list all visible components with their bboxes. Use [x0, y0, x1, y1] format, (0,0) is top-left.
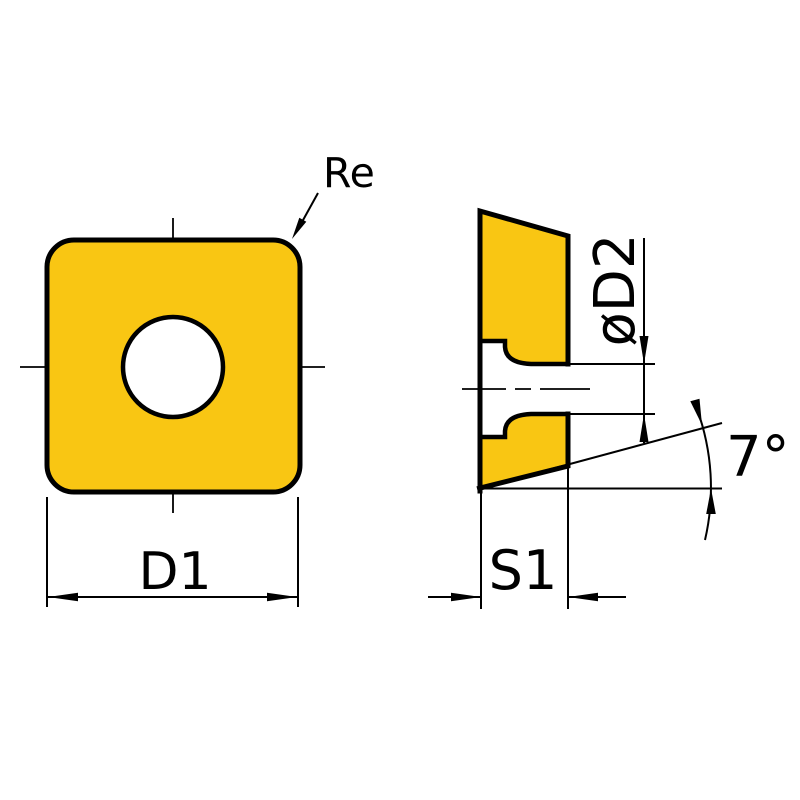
- s1-arrowhead-right-icon: [568, 592, 598, 602]
- front-view: Re D1: [20, 149, 375, 607]
- label-width: D1: [138, 542, 211, 602]
- angle-arrowhead-lower-icon: [706, 488, 716, 514]
- s1-dimension: S1: [428, 467, 626, 609]
- corner-radius-callout: Re: [292, 149, 375, 239]
- label-corner-radius: Re: [323, 149, 375, 197]
- d1-arrowhead-left-icon: [48, 592, 78, 602]
- d2-dimension: øD2: [568, 233, 655, 443]
- d1-dimension: D1: [46, 497, 299, 607]
- angle-sloped-reference-line: [480, 422, 723, 489]
- label-hole-diameter: øD2: [583, 233, 648, 346]
- s1-arrowhead-left-icon: [451, 592, 481, 602]
- label-clearance-angle: 7°: [726, 425, 790, 490]
- re-leader-arrowhead-icon: [292, 217, 307, 239]
- side-view: 7° øD2 S1: [428, 207, 790, 609]
- angle-arrowhead-upper-icon: [690, 398, 702, 425]
- clearance-angle-dimension: 7°: [480, 398, 790, 541]
- d1-arrowhead-right-icon: [267, 592, 297, 602]
- d2-arrowhead-down-icon: [639, 336, 649, 364]
- hole-profile-lower-edge: [478, 411, 571, 440]
- label-thickness: S1: [489, 539, 558, 602]
- hole-profile-upper-edge: [478, 338, 571, 367]
- center-hole: [120, 314, 226, 420]
- d2-arrowhead-up-icon: [639, 414, 649, 442]
